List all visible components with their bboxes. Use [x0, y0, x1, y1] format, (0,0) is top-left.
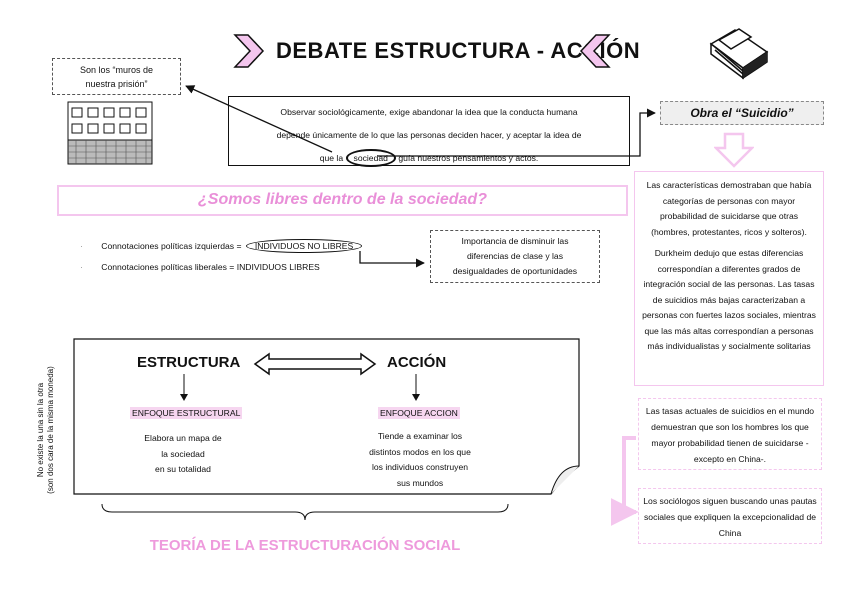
side-label: No existe la una sin la otra (son dos ca… — [22, 360, 70, 500]
muros-line1: Son los “muros de — [53, 63, 180, 77]
main-text-line2: depende únicamente de lo que las persona… — [237, 124, 621, 147]
teoria-estructuracion-title: TEORÍA DE LA ESTRUCTURACIÓN SOCIAL — [100, 537, 510, 554]
estructura-heading: ESTRUCTURA — [137, 354, 240, 371]
building-icon — [66, 100, 156, 168]
main-text-line3-pre: que la — [320, 153, 343, 163]
accion-desc-line4: sus mundos — [345, 476, 495, 492]
muros-note: Son los “muros de nuestra prisión” — [52, 58, 181, 95]
accion-description: Tiende a examinar los distintos modos en… — [345, 429, 495, 491]
bullet-dot: · — [80, 262, 83, 272]
sociedad-word: sociedad — [346, 149, 396, 167]
importancia-box: Importancia de disminuir las diferencias… — [430, 230, 600, 283]
main-text-line3-post: guía nuestros pensamientos y actos. — [398, 153, 538, 163]
bullet-liberales-text: Connotaciones políticas liberales = INDI… — [101, 262, 320, 272]
bullet-izquierdas: · Connotaciones políticas izquierdas = I… — [80, 239, 362, 253]
double-arrow-icon — [253, 352, 377, 376]
importancia-line1: Importancia de disminuir las — [431, 234, 599, 249]
accion-desc-line3: los individuos construyen — [345, 460, 495, 476]
bullet-izquierdas-text: Connotaciones políticas izquierdas = — [101, 241, 241, 251]
side-label-line1: No existe la una sin la otra — [36, 366, 46, 494]
accion-heading: ACCIÓN — [387, 354, 446, 371]
side-label-text: No existe la una sin la otra (son dos ca… — [36, 366, 56, 494]
findings-paragraph-2: Durkheim dedujo que estas diferencias co… — [641, 246, 817, 355]
enfoque-estructural-label: ENFOQUE ESTRUCTURAL — [130, 407, 242, 419]
durkheim-findings-box: Las características demostraban que habí… — [634, 171, 824, 386]
bullet-dot: · — [80, 241, 83, 251]
importancia-line3: desigualdades de oportunidades — [431, 264, 599, 279]
estructura-desc-line2: la sociedad — [113, 447, 253, 463]
enfoque-accion-label: ENFOQUE ACCION — [378, 407, 460, 419]
main-text-box: Observar sociológicamente, exige abandon… — [228, 96, 630, 166]
accion-desc-line1: Tiende a examinar los — [345, 429, 495, 445]
obra-suicidio-box: Obra el “Suicidio” — [660, 101, 824, 125]
chevron-right-icon — [232, 32, 266, 70]
bullet-liberales: · Connotaciones políticas liberales = IN… — [80, 262, 320, 272]
estructura-description: Elabora un mapa de la sociedad en su tot… — [113, 431, 253, 478]
accion-desc-line2: distintos modos en los que — [345, 445, 495, 461]
muros-line2: nuestra prisión” — [53, 77, 180, 91]
down-arrow-accion — [411, 374, 421, 402]
sociologos-box: Los sociólogos siguen buscando unas paut… — [638, 488, 822, 544]
chevron-left-icon — [578, 32, 612, 70]
down-arrow-estructura — [179, 374, 189, 402]
side-label-line2: (son dos cara de la misma moneda) — [46, 366, 56, 494]
tasas-box: Las tasas actuales de suicidios en el mu… — [638, 398, 822, 470]
book-icon — [705, 22, 775, 88]
arrow-tasas-sociologos — [624, 438, 636, 512]
down-arrow-outline-icon — [714, 132, 754, 168]
main-text-line1: Observar sociológicamente, exige abandon… — [237, 101, 621, 124]
curly-brace-icon — [100, 500, 510, 524]
arrow-individuos-importancia — [360, 251, 424, 263]
individuos-no-libres: INDIVIDUOS NO LIBRES — [246, 239, 362, 253]
main-text-line3: que la sociedad guía nuestros pensamient… — [237, 147, 621, 170]
estructura-desc-line1: Elabora un mapa de — [113, 431, 253, 447]
estructura-accion-diagram: ESTRUCTURA ACCIÓN ENFOQUE ESTRUCTURAL EN… — [73, 338, 580, 495]
findings-paragraph-1: Las características demostraban que habí… — [641, 178, 817, 240]
importancia-line2: diferencias de clase y las — [431, 249, 599, 264]
question-banner: ¿Somos libres dentro de la sociedad? — [57, 185, 628, 216]
estructura-desc-line3: en su totalidad — [113, 462, 253, 478]
